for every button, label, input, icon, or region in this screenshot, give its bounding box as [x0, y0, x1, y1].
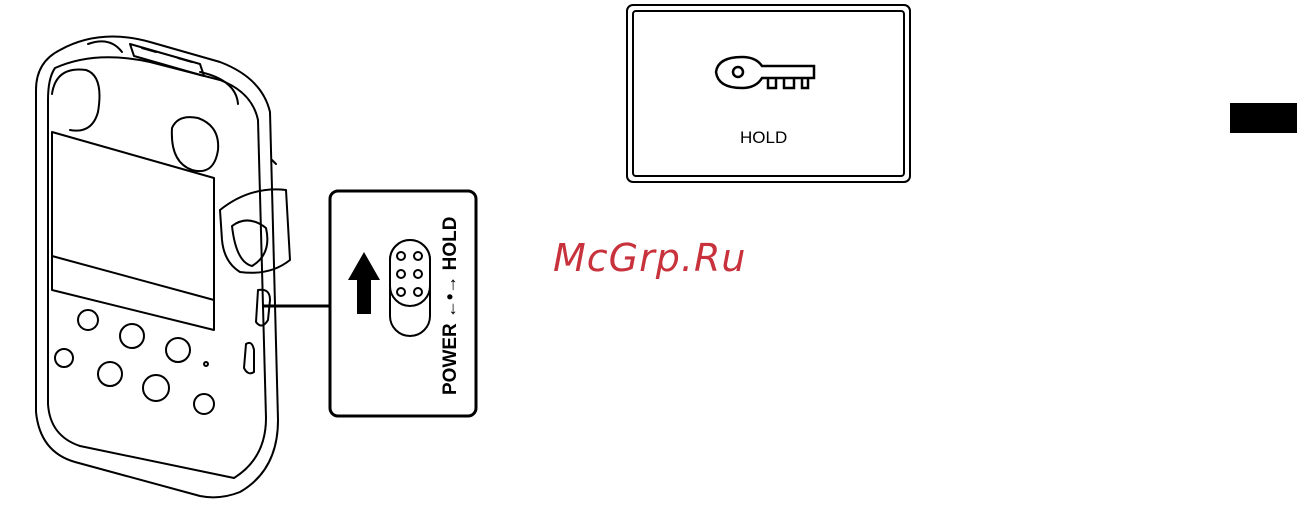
hold-display-panel: [627, 5, 910, 182]
left-right-arrow-icon: ←•→: [440, 276, 460, 318]
watermark: McGrp.Ru: [553, 236, 746, 280]
power-text: POWER: [440, 323, 461, 395]
power-hold-switch-label: POWER ←•→ HOLD: [440, 215, 464, 395]
hold-display-label: HOLD: [740, 128, 787, 148]
hold-text: HOLD: [440, 217, 461, 271]
section-tab-marker: [1230, 103, 1297, 133]
